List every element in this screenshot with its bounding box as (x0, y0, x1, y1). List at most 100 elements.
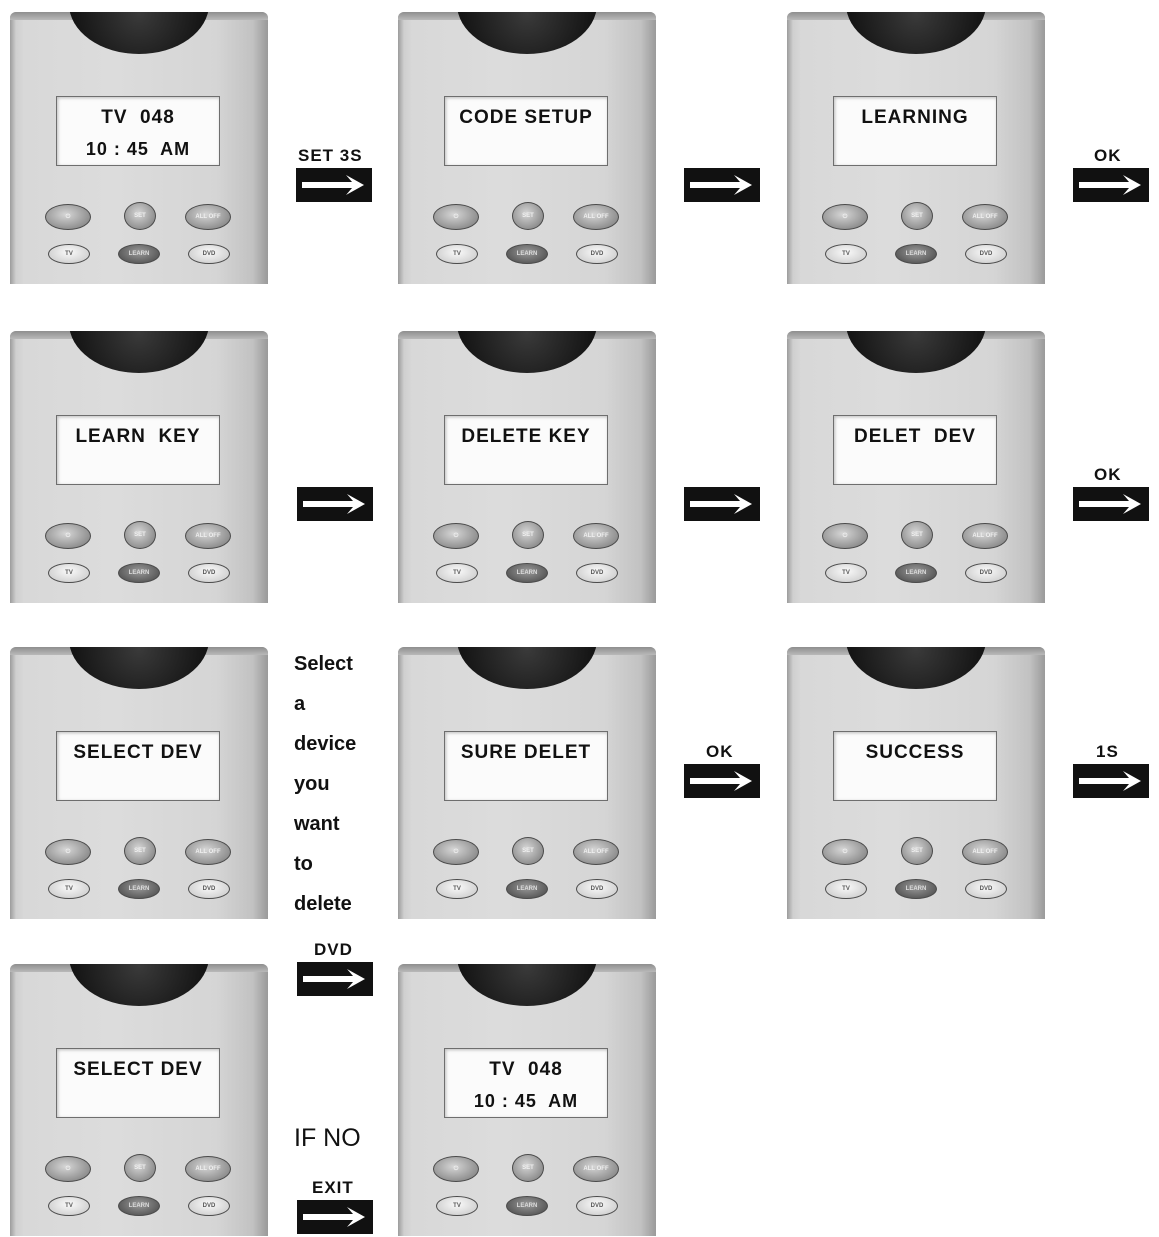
transition-label-3: OK (1094, 146, 1122, 165)
lcd-screen: SURE DELET (444, 731, 608, 801)
learn-button: LEARN (118, 879, 160, 899)
power-button: ⏻ (45, 839, 91, 865)
lcd-screen: TV 048 10 : 45 AM (56, 96, 220, 166)
lcd-line-2: 10 : 45 AM (473, 1091, 579, 1111)
learn-button: LEARN (895, 879, 937, 899)
instruction-word: Select (294, 653, 353, 675)
arrow-5 (684, 487, 760, 521)
lcd-screen: DELET DEV (833, 415, 997, 485)
ir-window (846, 647, 986, 689)
all-off-button: ALL OFF (185, 1156, 231, 1182)
power-button: ⏻ (433, 204, 479, 230)
lcd-line-1: CODE SETUP (459, 107, 593, 128)
ir-window (69, 964, 209, 1006)
set-button: SET (901, 521, 933, 549)
dvd-button: DVD (188, 563, 230, 583)
tv-button: TV (48, 244, 90, 264)
arrow-1 (296, 168, 372, 202)
instruction-word: delete (294, 893, 352, 915)
power-button: ⏻ (45, 204, 91, 230)
ir-window (69, 12, 209, 54)
tv-button: TV (436, 563, 478, 583)
lcd-screen: SUCCESS (833, 731, 997, 801)
ir-window (69, 647, 209, 689)
arrow-4 (297, 487, 373, 521)
lcd-screen: LEARNING (833, 96, 997, 166)
all-off-button: ALL OFF (185, 523, 231, 549)
power-button: ⏻ (433, 839, 479, 865)
power-button: ⏻ (822, 839, 868, 865)
tv-button: TV (436, 1196, 478, 1216)
dvd-button: DVD (576, 563, 618, 583)
learn-button: LEARN (118, 1196, 160, 1216)
power-button: ⏻ (433, 1156, 479, 1182)
dvd-button: DVD (188, 244, 230, 264)
remote-step-1: TV 048 10 : 45 AM ⏻ SET ALL OFF TV LEARN… (10, 12, 268, 284)
tv-button: TV (825, 244, 867, 264)
all-off-button: ALL OFF (962, 839, 1008, 865)
all-off-button: ALL OFF (962, 204, 1008, 230)
set-button: SET (124, 521, 156, 549)
set-button: SET (124, 837, 156, 865)
set-button: SET (512, 521, 544, 549)
learn-button: LEARN (506, 1196, 548, 1216)
all-off-button: ALL OFF (573, 523, 619, 549)
set-button: SET (512, 837, 544, 865)
lcd-line-1: SELECT DEV (73, 742, 203, 763)
lcd-line-1: SELECT DEV (73, 1059, 203, 1080)
set-button: SET (512, 1154, 544, 1182)
lcd-line-1: TV 048 (489, 1059, 563, 1080)
instruction-word: you (294, 773, 330, 795)
set-button: SET (901, 202, 933, 230)
lcd-screen: DELETE KEY (444, 415, 608, 485)
lcd-screen: SELECT DEV (56, 731, 220, 801)
transition-label-1: SET 3S (298, 146, 363, 165)
transition-label-6: OK (1094, 465, 1122, 484)
arrow-7 (684, 764, 760, 798)
lcd-line-1: SURE DELET (460, 742, 592, 763)
lcd-line-1: DELET DEV (854, 426, 976, 447)
all-off-button: ALL OFF (185, 839, 231, 865)
instruction-word: a (294, 693, 306, 715)
power-button: ⏻ (45, 1156, 91, 1182)
all-off-button: ALL OFF (962, 523, 1008, 549)
dvd-button: DVD (965, 879, 1007, 899)
instruction-text: Select a device you want to delete (294, 644, 356, 924)
dvd-button: DVD (965, 563, 1007, 583)
all-off-button: ALL OFF (185, 204, 231, 230)
tv-button: TV (48, 1196, 90, 1216)
remote-step-7: SELECT DEV ⏻ SET ALL OFF TV LEARN DVD (10, 647, 268, 919)
learn-button: LEARN (506, 563, 548, 583)
lcd-screen: LEARN KEY (56, 415, 220, 485)
arrow-8 (1073, 764, 1149, 798)
transition-label-7: OK (706, 742, 734, 761)
lcd-screen: TV 048 10 : 45 AM (444, 1048, 608, 1118)
arrow-9 (297, 962, 373, 996)
ir-window (846, 331, 986, 373)
arrow-10 (297, 1200, 373, 1234)
learn-button: LEARN (118, 244, 160, 264)
remote-step-11: TV 048 10 : 45 AM ⏻ SET ALL OFF TV LEARN… (398, 964, 656, 1236)
dvd-button: DVD (576, 1196, 618, 1216)
remote-step-2: CODE SETUP ⏻ SET ALL OFF TV LEARN DVD (398, 12, 656, 284)
remote-step-8: SURE DELET ⏻ SET ALL OFF TV LEARN DVD (398, 647, 656, 919)
instruction-word: to (294, 853, 313, 875)
dvd-button: DVD (965, 244, 1007, 264)
set-button: SET (124, 1154, 156, 1182)
learn-button: LEARN (895, 244, 937, 264)
dvd-button: DVD (576, 879, 618, 899)
ir-window (457, 331, 597, 373)
remote-step-5: DELETE KEY ⏻ SET ALL OFF TV LEARN DVD (398, 331, 656, 603)
tv-button: TV (48, 879, 90, 899)
lcd-line-2: 10 : 45 AM (85, 139, 191, 159)
transition-label-8: 1S (1096, 742, 1119, 761)
tv-button: TV (825, 563, 867, 583)
ir-window (846, 12, 986, 54)
transition-label-9: DVD (314, 940, 353, 959)
instruction-word: want (294, 813, 340, 835)
dvd-button: DVD (576, 244, 618, 264)
ir-window (457, 647, 597, 689)
dvd-button: DVD (188, 879, 230, 899)
remote-step-3: LEARNING ⏻ SET ALL OFF TV LEARN DVD (787, 12, 1045, 284)
transition-label-10: EXIT (312, 1178, 354, 1197)
